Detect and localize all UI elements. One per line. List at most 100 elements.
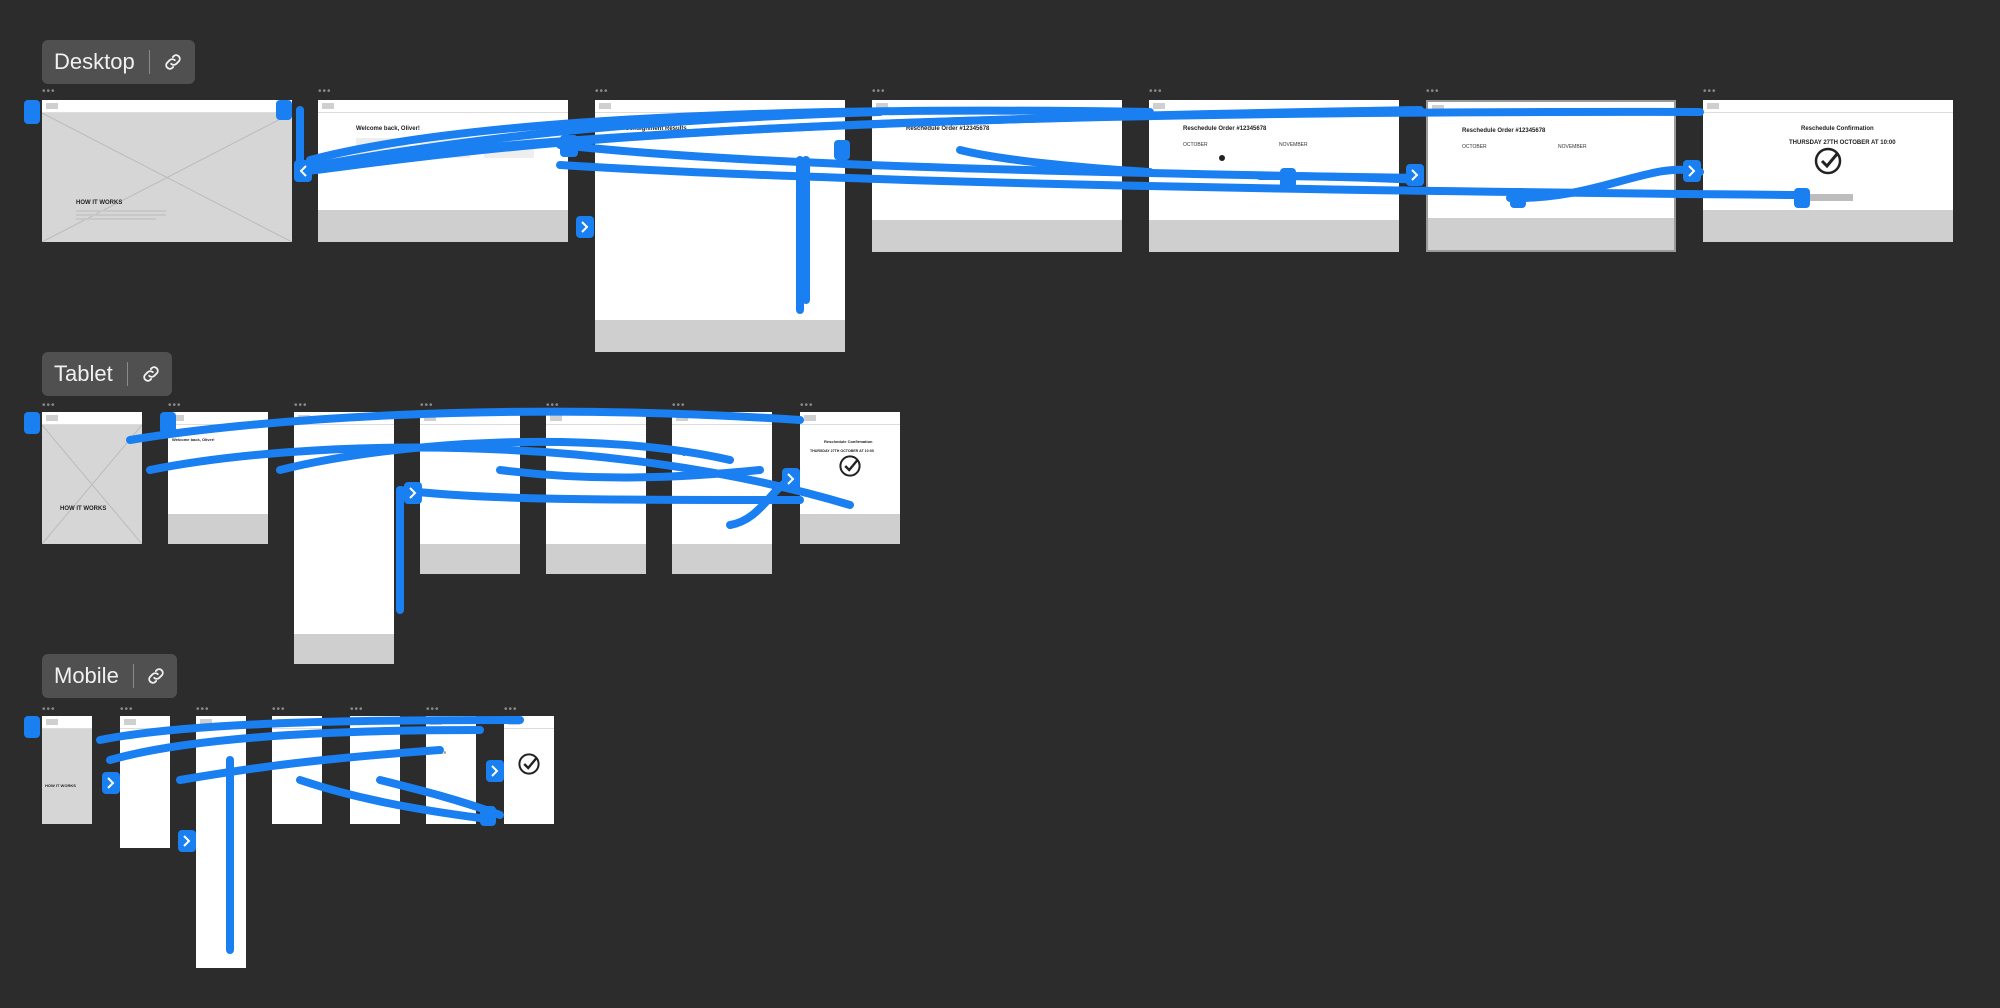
how-it-works-heading: HOW IT WORKS <box>45 783 76 788</box>
logo <box>200 719 212 725</box>
connection-wire <box>306 106 1154 164</box>
section-label-tablet[interactable]: Tablet <box>42 352 172 396</box>
connection-wire <box>496 466 764 482</box>
link-icon[interactable] <box>145 664 167 688</box>
link-icon[interactable] <box>162 50 185 74</box>
connection-handle <box>1794 188 1810 208</box>
welcome-heading: Welcome back, Oliver! <box>356 126 420 132</box>
frame-handle: ••• <box>168 400 182 411</box>
navigate-arrow-icon <box>486 760 504 782</box>
navigate-arrow-icon <box>404 482 422 504</box>
hero-image-placeholder <box>42 424 142 544</box>
connection-handle <box>560 135 578 157</box>
frame-handle: ••• <box>504 704 518 715</box>
section-label-mobile[interactable]: Mobile <box>42 654 177 698</box>
how-it-works-heading: HOW IT WORKS <box>76 200 123 206</box>
navigate-arrow-icon <box>1683 160 1701 182</box>
frame-handle: ••• <box>272 704 286 715</box>
logo <box>876 103 888 109</box>
frame-header <box>42 412 142 425</box>
connection-handle <box>480 806 496 826</box>
connection-wire <box>126 407 804 444</box>
divider <box>126 362 128 386</box>
tablet-reschedule-time-frame[interactable]: OCTOBER <box>672 412 772 574</box>
frame-header <box>42 100 292 113</box>
frame-header <box>800 412 900 425</box>
navigate-arrow-icon <box>782 468 800 490</box>
logo <box>804 415 816 421</box>
frame-handle: ••• <box>800 400 814 411</box>
connection-handle <box>160 412 176 434</box>
hero-image-placeholder <box>42 112 292 242</box>
connection-wire <box>106 726 484 764</box>
logo <box>1707 103 1719 109</box>
section-title: Tablet <box>54 361 113 386</box>
tablet-home-frame[interactable]: HOW IT WORKS <box>42 412 142 544</box>
navigate-arrow-icon <box>102 772 120 794</box>
section-label-desktop[interactable]: Desktop <box>42 40 195 84</box>
connection-wire <box>316 108 884 169</box>
connection-wire <box>296 776 484 822</box>
frame-handle: ••• <box>120 704 134 715</box>
return-button[interactable] <box>1803 194 1853 201</box>
text-line <box>76 214 166 216</box>
footer <box>872 220 1122 252</box>
frame-handle: ••• <box>1426 86 1440 97</box>
confirmation-heading: Reschedule Confirmation <box>824 439 873 444</box>
footer <box>1149 220 1399 252</box>
desktop-confirmation-frame[interactable]: Reschedule Confirmation THURSDAY 27TH OC… <box>1703 100 1953 242</box>
reschedule-heading: Reschedule Order #12345678 <box>906 126 990 132</box>
logo <box>46 103 58 109</box>
connection-wire <box>556 161 1804 199</box>
footer <box>1703 210 1953 242</box>
desktop-home-frame[interactable]: HOW IT WORKS <box>42 100 292 242</box>
selected-date[interactable] <box>1219 155 1225 161</box>
frame-handle: ••• <box>595 86 609 97</box>
logo <box>676 415 688 421</box>
frame-handle: ••• <box>294 400 308 411</box>
month-label: NOVEMBER <box>1279 142 1308 148</box>
connection-handle <box>24 716 40 738</box>
footer <box>420 544 520 574</box>
reschedule-heading: Reschedule Order #12345678 <box>1183 126 1267 132</box>
link-icon[interactable] <box>140 362 162 386</box>
checkmark-icon <box>839 455 861 477</box>
connection-handle <box>24 412 40 434</box>
frame-handle: ••• <box>318 86 332 97</box>
connection-wire <box>956 146 1154 176</box>
connection-handle <box>834 140 850 160</box>
logo <box>1432 105 1444 111</box>
connection-handle <box>276 100 292 120</box>
frame-handle: ••• <box>1703 86 1717 97</box>
frame-handle: ••• <box>42 704 56 715</box>
navigate-arrow-icon <box>178 830 196 852</box>
connection-handle <box>1510 188 1526 208</box>
frame-handle: ••• <box>1149 86 1163 97</box>
frame-handle: ••• <box>42 400 56 411</box>
hero-image-placeholder <box>42 729 92 824</box>
month-label: NOVEMBER <box>1558 144 1587 150</box>
footer <box>800 514 900 544</box>
text-line <box>76 218 156 220</box>
connection-wire <box>276 437 734 474</box>
welcome-heading: Welcome back, Oliver! <box>172 437 215 442</box>
confirmation-heading: Reschedule Confirmation <box>1801 126 1874 132</box>
month-label: OCTOBER <box>1183 142 1208 148</box>
logo <box>172 415 184 421</box>
connection-wire <box>396 486 804 504</box>
mobile-results-frame[interactable] <box>196 716 246 968</box>
connection-wire <box>1506 165 1704 203</box>
frame-header <box>318 100 568 113</box>
frame-handle: ••• <box>350 704 364 715</box>
mobile-confirmation-frame[interactable] <box>504 716 554 824</box>
mobile-home-frame[interactable]: HOW IT WORKS <box>42 716 92 824</box>
connection-wire <box>96 716 524 744</box>
connection-wire <box>556 141 1424 182</box>
tablet-confirmation-frame[interactable]: Reschedule Confirmation THURSDAY 27TH OC… <box>800 412 900 544</box>
results-heading: Consignment Results <box>625 126 687 132</box>
logo <box>424 415 436 421</box>
logo <box>322 103 334 109</box>
logo <box>46 719 58 725</box>
frame-header <box>120 716 170 729</box>
